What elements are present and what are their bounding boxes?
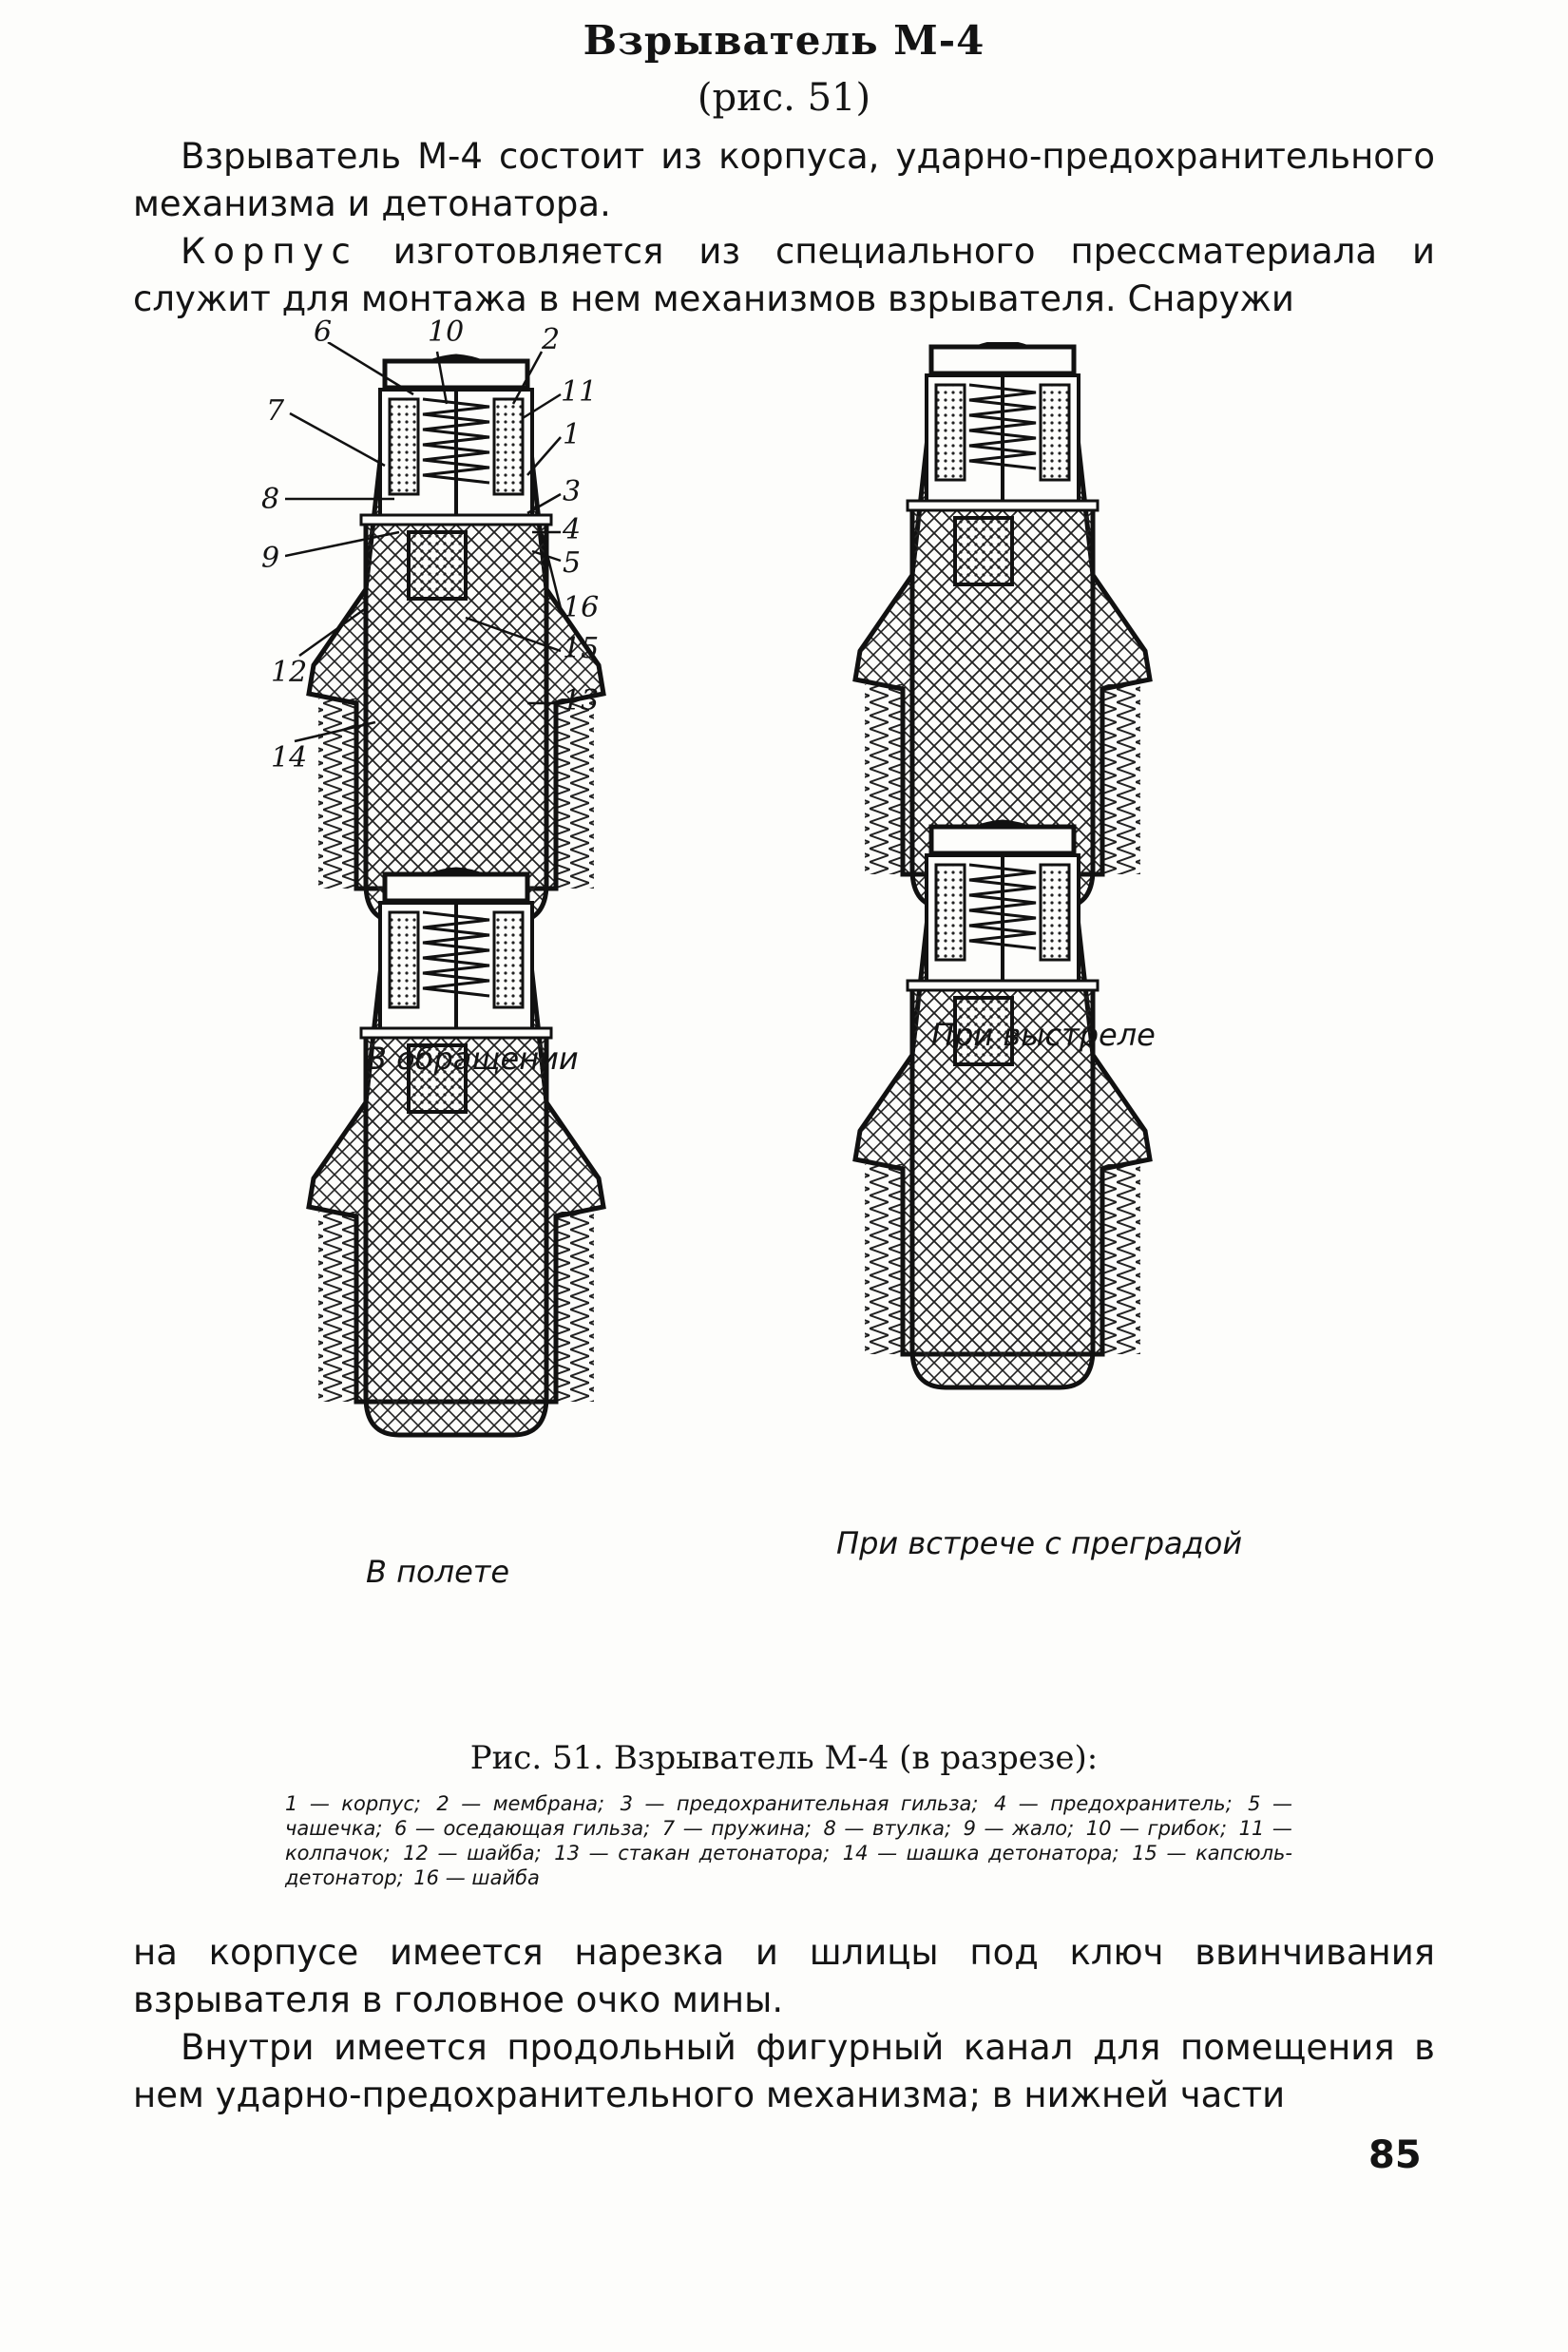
callout-9: 9 bbox=[261, 542, 280, 575]
view-in-flight bbox=[309, 870, 603, 1435]
figure-legend: 1 — корпус; 2 — мембрана; 3 — предохрани… bbox=[285, 1791, 1292, 1890]
legend-item: 9 — жало; bbox=[963, 1817, 1075, 1840]
page-title: Взрыватель М-4 bbox=[583, 17, 985, 64]
paragraph-2: Корпус изготовляется из специального пре… bbox=[133, 228, 1435, 323]
legend-item: 7 — пружина; bbox=[661, 1817, 812, 1840]
view-at-impact bbox=[855, 822, 1150, 1387]
legend-item: 3 — предохранительная гильза; bbox=[620, 1792, 979, 1815]
legend-item: 14 — шашка детонатора; bbox=[842, 1842, 1119, 1864]
legend-item: 10 — грибок; bbox=[1085, 1817, 1228, 1840]
paragraph-2-rest: изготовляется из специального прессматер… bbox=[133, 231, 1435, 319]
paragraph-1: Взрыватель М-4 состоит из корпуса, ударн… bbox=[133, 133, 1435, 228]
callout-15: 15 bbox=[563, 632, 600, 665]
paragraph-4-text: Внутри имеется продольный фигурный канал… bbox=[133, 2027, 1435, 2115]
callout-12: 12 bbox=[271, 656, 308, 689]
callout-10: 10 bbox=[428, 316, 465, 349]
callout-14: 14 bbox=[271, 741, 308, 774]
callout-13: 13 bbox=[563, 684, 600, 717]
callout-5: 5 bbox=[563, 546, 582, 580]
callout-3: 3 bbox=[563, 475, 582, 508]
paragraph-1-text: Взрыватель М-4 состоит из корпуса, ударн… bbox=[133, 136, 1435, 224]
view-caption-at-firing: При выстреле bbox=[931, 1017, 1156, 1053]
view-caption-in-handling: В обращении bbox=[366, 1041, 579, 1077]
legend-item: 2 — мембрана; bbox=[436, 1792, 605, 1815]
callout-11: 11 bbox=[561, 375, 598, 409]
legend-item: 5 — чашечка; bbox=[285, 1792, 1292, 1840]
fuze-drawing bbox=[285, 342, 1292, 1701]
callout-6: 6 bbox=[314, 316, 333, 349]
callout-16: 16 bbox=[563, 591, 600, 624]
paragraph-4: Внутри имеется продольный фигурный канал… bbox=[133, 2024, 1435, 2119]
view-caption-at-impact: При встрече с преградой bbox=[836, 1525, 1243, 1561]
legend-item: 12 — шайба; bbox=[403, 1842, 542, 1864]
term-korpus: Корпус bbox=[181, 231, 358, 272]
legend-item: 1 — корпус; bbox=[285, 1792, 421, 1815]
view-in-handling bbox=[309, 356, 603, 922]
paragraph-3: на корпусе имеется нарезка и шлицы под к… bbox=[133, 1929, 1435, 2024]
legend-item: 6 — оседающая гильза; bbox=[394, 1817, 651, 1840]
callout-leaders bbox=[285, 342, 563, 743]
page-number: 85 bbox=[1368, 2133, 1422, 2177]
fuze-cross-section-figure: 6 10 2 11 7 1 3 8 4 9 5 16 12 15 13 14 В… bbox=[261, 316, 1292, 1701]
legend-item: 8 — втулка; bbox=[823, 1817, 952, 1840]
legend-item: 15 — капсюль-детонатор; bbox=[285, 1842, 1292, 1889]
callout-1: 1 bbox=[563, 418, 582, 451]
legend-item: 4 — предохранитель; bbox=[993, 1792, 1233, 1815]
figure-caption: Рис. 51. Взрыватель М-4 (в разрезе): bbox=[469, 1739, 1099, 1777]
callout-8: 8 bbox=[261, 483, 280, 516]
paragraph-3-text: на корпусе имеется нарезка и шлицы под к… bbox=[133, 1932, 1435, 2020]
callout-2: 2 bbox=[542, 323, 561, 356]
view-caption-in-flight: В полете bbox=[366, 1554, 510, 1590]
callout-4: 4 bbox=[563, 513, 582, 546]
legend-item: 16 — шайба bbox=[413, 1866, 540, 1889]
paragraph-2-text: Корпус изготовляется из специального пре… bbox=[133, 228, 1435, 323]
figure-reference: (рис. 51) bbox=[697, 76, 871, 120]
legend-item: 11 — колпачок; bbox=[285, 1817, 1292, 1864]
callout-7: 7 bbox=[266, 394, 285, 428]
legend-item: 13 — стакан детонатора; bbox=[554, 1842, 831, 1864]
